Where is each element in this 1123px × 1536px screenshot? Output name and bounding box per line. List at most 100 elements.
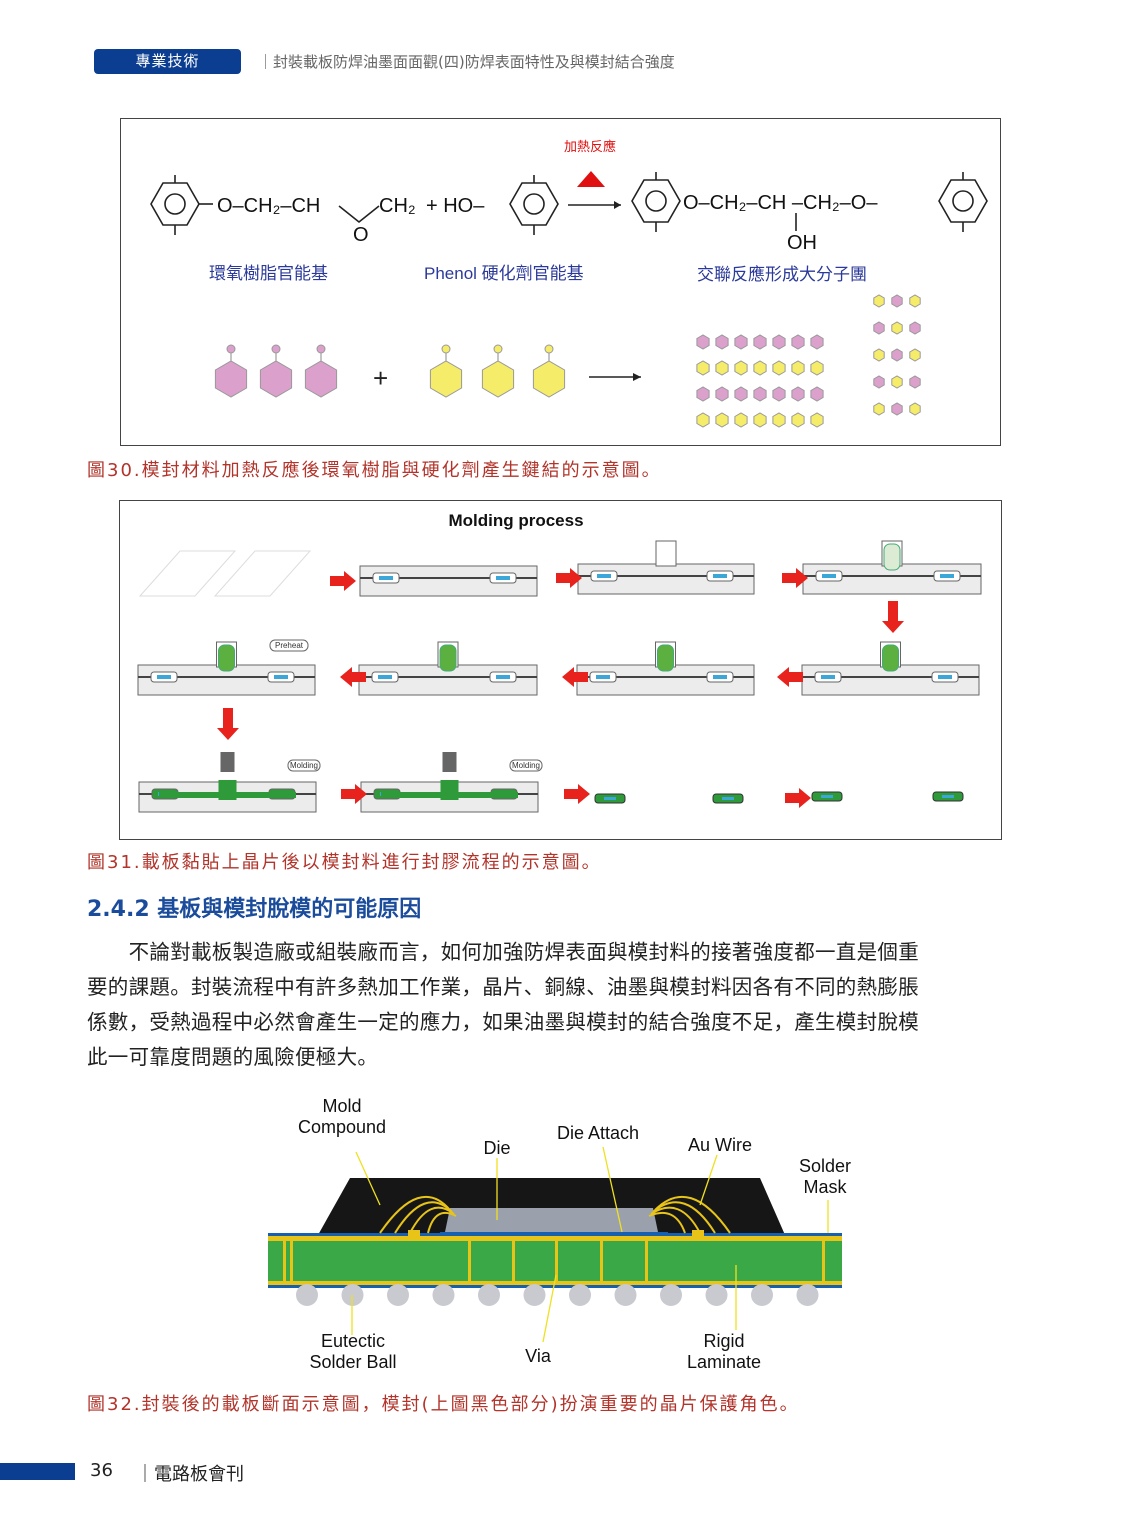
crosslinked-molecule-icon (810, 412, 824, 428)
label-rigid: Rigid (703, 1331, 744, 1351)
resin-molecule-icon (304, 360, 338, 398)
figure-32-caption: 圖32.封裝後的載板斷面示意圖，模封(上圖黑色部分)扮演重要的晶片保護角色。 (87, 1394, 800, 1415)
mold-unit (358, 641, 538, 696)
crosslinked-molecule-icon (734, 334, 748, 350)
crosslinked-molecule-icon (753, 360, 767, 376)
crosslinked-molecule-icon (873, 348, 885, 362)
mold-unit (802, 540, 982, 595)
body-text-line: 不論對載板製造廠或組裝廠而言，如何加強防焊表面與模封料的接著強度都一直是個重 (87, 940, 919, 964)
label-die: Die (483, 1138, 510, 1158)
crosslinked-molecule-icon (909, 321, 921, 335)
arrow-icon (777, 667, 803, 687)
crosslinked-molecule-icon (696, 334, 710, 350)
crosslinked-molecule-icon (791, 334, 805, 350)
crosslinked-molecule-icon (753, 386, 767, 402)
page-number: 36 (90, 1460, 113, 1481)
arrow-icon (340, 667, 366, 687)
crosslinked-molecule-icon (873, 321, 885, 335)
body-text-line: 要的課題。封裝流程中有許多熱加工作業，晶片、銅線、油墨與模封料因各有不同的熱膨脹 (87, 975, 919, 999)
crosslinked-molecule-icon (810, 386, 824, 402)
crosslinked-molecule-icon (696, 412, 710, 428)
epoxy-formula: O–CH₂–CH (217, 195, 320, 217)
substrate-strip (138, 550, 237, 597)
package-cross-section-diagram: Mold Compound Die Die Attach Au Wire Sol… (268, 1096, 851, 1372)
hardener-molecule-icon (532, 360, 566, 398)
label-eutectic: Eutectic (321, 1331, 385, 1351)
label-compound: Compound (298, 1117, 386, 1137)
crosslinked-molecule-icon (909, 375, 921, 389)
benzene-ring-icon (150, 175, 213, 235)
label-mold: Mold (322, 1096, 361, 1116)
label-epoxy: 環氧樹脂官能基 (209, 264, 328, 283)
crosslinked-molecule-icon (715, 360, 729, 376)
crosslinked-molecule-icon (891, 375, 903, 389)
crosslinked-molecule-icon (791, 386, 805, 402)
hardener-molecule-icon (481, 360, 515, 398)
arrow-down-icon (882, 601, 904, 633)
solder-ball (296, 1284, 318, 1306)
section-badge: 專業技術 (94, 49, 241, 74)
solder-ball (660, 1284, 682, 1306)
arrow-icon (785, 788, 811, 808)
crosslinked-molecule-icon (734, 412, 748, 428)
crosslinked-molecule-icon (772, 412, 786, 428)
crosslinked-molecule-icon (734, 386, 748, 402)
crosslinked-molecule-icon (891, 294, 903, 308)
crosslinked-molecule-icon (715, 334, 729, 350)
crosslinked-molecule-icon (791, 360, 805, 376)
benzene-ring-icon (631, 172, 681, 232)
arrow-icon (556, 568, 582, 588)
epoxy-ch2: CH₂ (379, 195, 416, 217)
crosslinked-molecule-icon (772, 386, 786, 402)
epoxy-reaction-diagram: 加熱反應 O–CH₂–CH CH₂ O + HO– O–CH₂–CH –CH₂–… (150, 139, 988, 428)
label-solder: Solder (799, 1156, 851, 1176)
label-phenol: Phenol 硬化劑官能基 (424, 264, 584, 283)
mold-unit (359, 565, 538, 597)
preheat-tag: Preheat (275, 641, 304, 650)
crosslinked-molecule-icon (696, 360, 710, 376)
crosslinked-molecule-icon (873, 402, 885, 416)
crosslinked-molecule-icon (873, 294, 885, 308)
molding-process-diagram: Molding process Preheat Molding Molding (137, 511, 982, 813)
mold-compound (318, 1178, 785, 1235)
arrow-icon (782, 568, 808, 588)
crosslinked-molecule-icon (909, 402, 921, 416)
label-mask: Mask (803, 1177, 847, 1197)
crosslinked-molecule-icon (696, 386, 710, 402)
plus-sign: + (373, 363, 388, 393)
solder-ball (523, 1284, 546, 1306)
hardener-molecule-icon (429, 360, 463, 398)
benzene-ring-icon (509, 175, 559, 235)
crosslinked-molecule-icon (734, 360, 748, 376)
figure-31: Molding process Preheat Molding Molding (119, 500, 1002, 840)
figure-30: 加熱反應 O–CH₂–CH CH₂ O + HO– O–CH₂–CH –CH₂–… (120, 118, 1001, 446)
resin-molecule-icon (214, 360, 248, 398)
body-text-line: 此一可靠度問題的風險便極大。 (87, 1045, 379, 1069)
molding-title: Molding process (448, 511, 583, 530)
heat-triangle-icon (577, 171, 605, 187)
phenol-formula: + HO– (426, 195, 485, 217)
footer-bar (0, 1463, 75, 1480)
label-laminate: Laminate (687, 1352, 761, 1372)
crosslinked-molecule-icon (715, 412, 729, 428)
crosslinked-molecule-icon (810, 334, 824, 350)
crosslinked-molecule-icon (753, 412, 767, 428)
solder-ball (478, 1284, 500, 1306)
mold-unit (138, 752, 317, 813)
solder-ball (432, 1284, 455, 1306)
solder-ball (796, 1284, 819, 1306)
magazine-name: ｜電路板會刊 (136, 1464, 244, 1485)
arrow-icon (341, 784, 367, 804)
label-via: Via (525, 1346, 552, 1366)
figure-30-caption: 圖30.模封材料加熱反應後環氧樹脂與硬化劑產生鍵結的示意圖。 (87, 460, 662, 481)
solder-ball (569, 1284, 591, 1306)
crosslinked-molecule-icon (715, 386, 729, 402)
crosslinked-molecule-icon (873, 375, 885, 389)
substrate-strip (213, 550, 312, 597)
label-die-attach: Die Attach (557, 1123, 639, 1143)
label-solder-ball: Solder Ball (309, 1352, 396, 1372)
mold-unit (577, 540, 755, 595)
product-formula: O–CH₂–CH –CH₂–O– (683, 192, 878, 214)
crosslinked-molecule-icon (891, 348, 903, 362)
